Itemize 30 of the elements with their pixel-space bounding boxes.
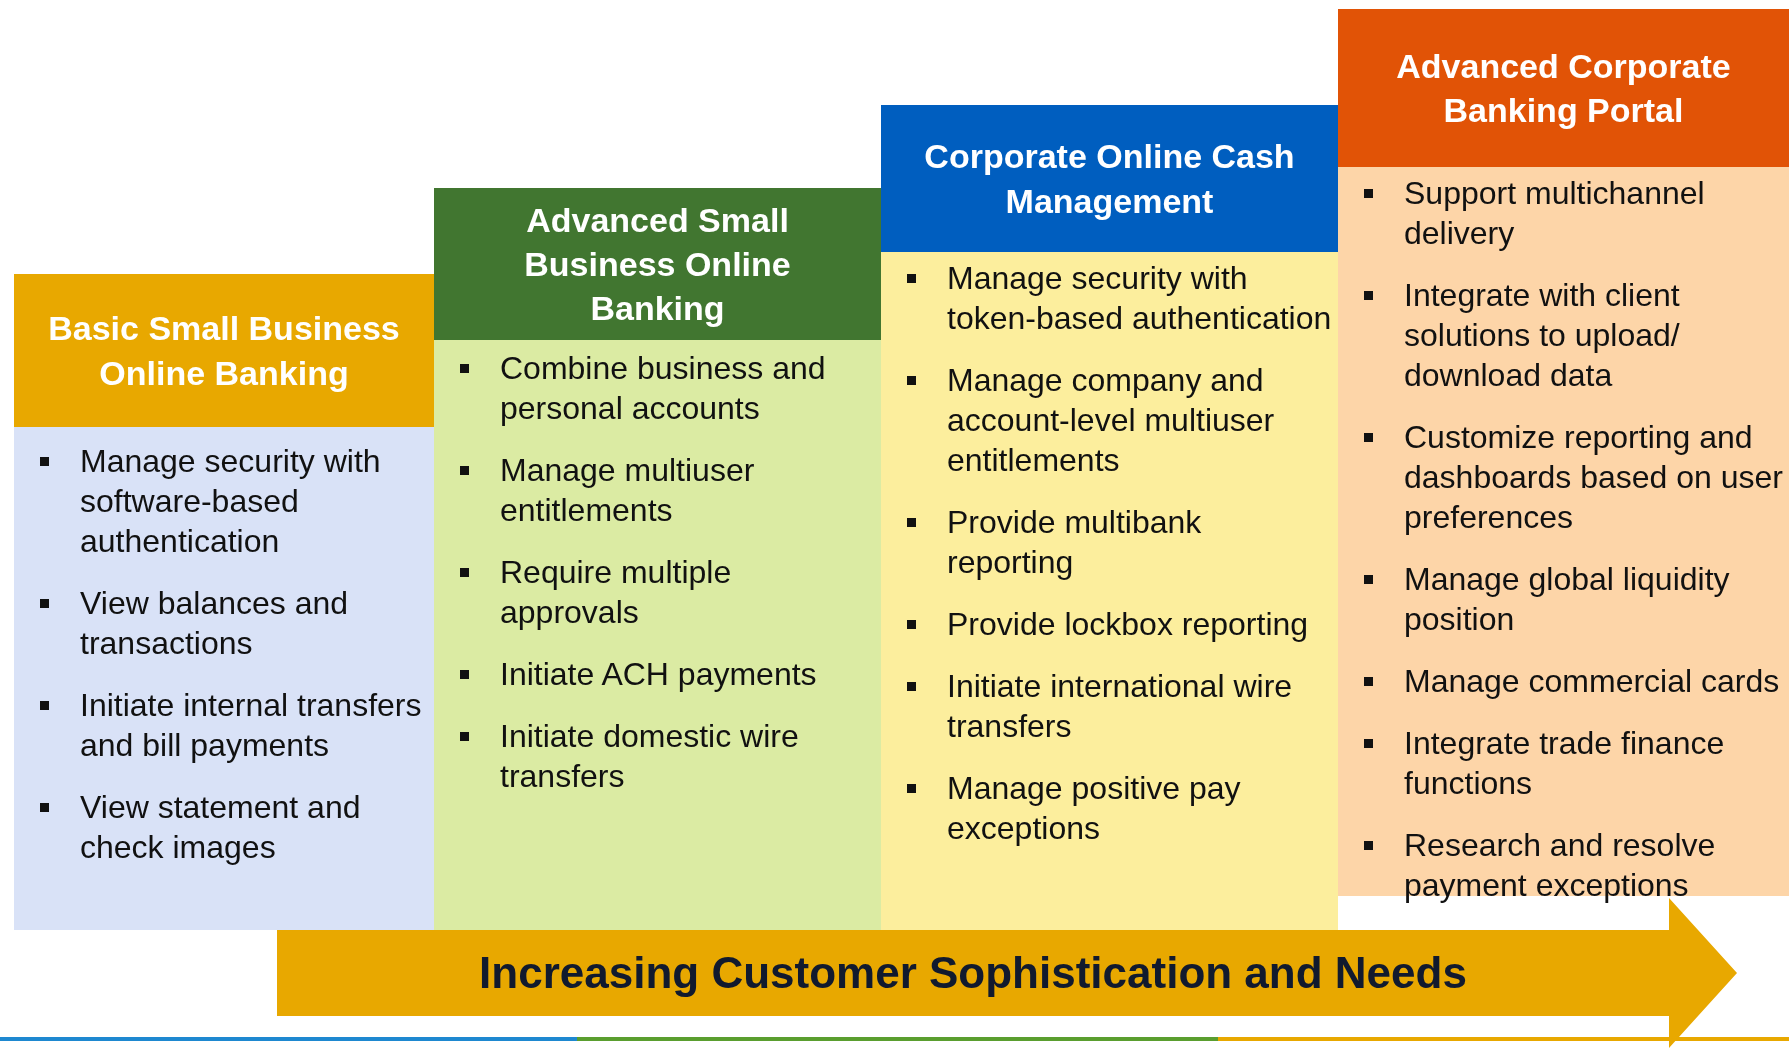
bullet-item: Combine business and personal accounts: [434, 348, 881, 428]
bullet-item: View statement and check images: [14, 787, 434, 867]
bullet-item: Customize reporting and dashboards based on user preferences: [1338, 417, 1789, 537]
column-header: Basic Small Business Online Banking: [14, 274, 434, 427]
column-header: Advanced Small Business Online Banking: [434, 188, 881, 340]
bullet-item: Provide multibank reporting: [881, 502, 1338, 582]
bullet-item: Manage global liquidity position: [1338, 559, 1789, 639]
bullet-item: Manage positive pay exceptions: [881, 768, 1338, 848]
feature-column: [881, 105, 1338, 930]
bullet-item: Initiate international wire transfers: [881, 666, 1338, 746]
bullet-item: Research and resolve payment exceptions: [1338, 825, 1789, 905]
bullet-item: Manage company and account-level multiuser entitlements: [881, 360, 1338, 480]
bullet-item: Provide lockbox reporting: [881, 604, 1338, 644]
bullet-item: Initiate internal transfers and bill payments: [14, 685, 434, 765]
bullet-item: Initiate ACH payments: [434, 654, 881, 694]
bullet-item: Support multichannel delivery: [1338, 173, 1789, 253]
column-header: Corporate Online Cash Management: [881, 105, 1338, 252]
bullet-item: Manage security with software-based authentication: [14, 441, 434, 561]
bullet-item: Manage security with token-based authentication: [881, 258, 1338, 338]
bullet-item: Require multiple approvals: [434, 552, 881, 632]
bullet-item: Integrate with client solutions to upload/ download data: [1338, 275, 1789, 395]
bullet-item: Integrate trade finance functions: [1338, 723, 1789, 803]
bullet-item: View balances and transactions: [14, 583, 434, 663]
bullet-item: Manage multiuser entitlements: [434, 450, 881, 530]
bullet-item: Manage commercial cards: [1338, 661, 1789, 701]
bullet-item: Initiate domestic wire transfers: [434, 716, 881, 796]
feature-column: [14, 274, 434, 930]
column-header: Advanced Corporate Banking Portal: [1338, 9, 1789, 167]
feature-column: [434, 188, 881, 930]
arrow-label: Increasing Customer Sophistication and Needs: [478, 947, 1468, 999]
